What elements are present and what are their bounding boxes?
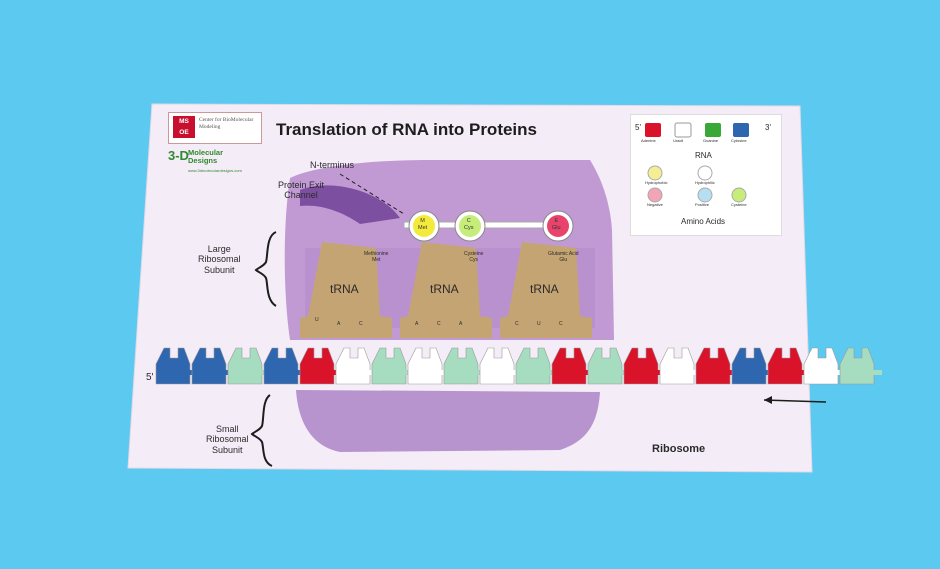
trna-3-base-2: U bbox=[537, 321, 541, 327]
legend-uracil-swatch bbox=[674, 122, 692, 138]
amino-3-letter: E bbox=[554, 218, 559, 224]
legend-3prime: 3' bbox=[765, 123, 771, 132]
legend-amino-1: Hydrophobic bbox=[645, 180, 668, 185]
large-subunit-brace bbox=[254, 231, 277, 307]
legend-positive-swatch bbox=[697, 187, 713, 203]
trna-3-base-1: C bbox=[515, 321, 519, 327]
trna-3-base-3: C bbox=[559, 321, 563, 327]
trna-1-base-1: U bbox=[315, 317, 319, 323]
legend-cysteine-swatch bbox=[731, 187, 747, 203]
brand-url: www.3dmoleculardesigns.com bbox=[188, 168, 242, 173]
label-large-subunit: Large Ribosomal Subunit bbox=[198, 244, 241, 275]
exit-channel bbox=[300, 185, 400, 224]
legend-hydrophilic-swatch bbox=[697, 165, 713, 181]
legend-amino-2: Hydrophilic bbox=[695, 180, 715, 185]
legend-nuc-2: Uracil bbox=[673, 138, 684, 143]
brand-line1: Molecular bbox=[188, 148, 224, 157]
label-five-prime: 5' bbox=[146, 372, 154, 383]
amino-2-text: C Cys bbox=[464, 218, 473, 231]
brand-3d: 3-D bbox=[168, 148, 189, 163]
legend-adenine-swatch bbox=[645, 123, 661, 137]
legend-nuc-1: Adenine bbox=[641, 138, 656, 143]
brand-line2: Designs bbox=[188, 156, 218, 166]
legend-rna-title: RNA bbox=[695, 151, 712, 160]
trna-2-base-2: C bbox=[437, 321, 441, 327]
amino-1-abbr: Met bbox=[418, 224, 428, 231]
amino-fill-2 bbox=[459, 215, 481, 237]
trna-2-label: tRNA bbox=[430, 282, 459, 296]
trna-1-label: tRNA bbox=[330, 282, 359, 296]
mrna-nucleotide bbox=[839, 347, 882, 385]
label-exit-channel: Protein Exit Channel bbox=[278, 180, 325, 201]
trna-2-amino: Cysteine Cys bbox=[464, 251, 484, 263]
trna-3-amino: Glutamic Acid Glu bbox=[548, 251, 579, 263]
legend-guanine-swatch bbox=[705, 123, 721, 137]
amino-fill-1 bbox=[413, 215, 435, 237]
legend-nuc-4: Cytosine bbox=[731, 138, 747, 143]
legend-panel: 5' 3' RNA Adenine Uracil Guanine Cytosin… bbox=[630, 114, 782, 236]
legend-negative-swatch bbox=[647, 187, 663, 203]
legend-nuc-3: Guanine bbox=[703, 138, 719, 143]
trna-3-label: tRNA bbox=[530, 282, 559, 296]
label-ribosome: Ribosome bbox=[652, 443, 706, 455]
brand-name: Molecular Designs bbox=[188, 148, 224, 166]
small-ribosomal-subunit bbox=[296, 390, 600, 452]
legend-amino-3: Negative bbox=[647, 202, 663, 207]
trna-1-amino: Methionine Met bbox=[364, 251, 389, 263]
legend-5prime: 5' bbox=[635, 123, 641, 132]
board-title: Translation of RNA into Proteins bbox=[276, 120, 537, 139]
amino-3-abbr: Glu bbox=[552, 224, 561, 231]
center-text: Center for BioMolecular Modeling bbox=[199, 117, 254, 130]
trna-1-base-2: A bbox=[337, 321, 341, 327]
trna-1-base-3: C bbox=[359, 321, 363, 327]
trna-2-base-1: A bbox=[415, 321, 419, 327]
legend-cytosine-swatch bbox=[733, 123, 749, 137]
label-small-subunit: Small Ribosomal Subunit bbox=[206, 424, 249, 455]
amino-3-text: E Glu bbox=[552, 218, 561, 231]
label-n-terminus: N-terminus bbox=[310, 160, 355, 170]
amino-2-letter: C bbox=[466, 218, 471, 224]
small-subunit-brace bbox=[250, 394, 273, 467]
legend-amino-title: Amino Acids bbox=[681, 217, 726, 226]
amino-fill-3 bbox=[547, 215, 569, 237]
legend-hydrophobic-swatch bbox=[647, 165, 663, 181]
amino-1-letter: M bbox=[420, 218, 425, 224]
legend-graphics bbox=[645, 122, 749, 203]
msoe-mark: MS OE bbox=[173, 116, 195, 138]
legend-amino-4: Positive bbox=[695, 202, 710, 207]
msoe-text-top: MS bbox=[179, 118, 189, 125]
legend-amino-5: Cysteine bbox=[731, 202, 747, 207]
trna-2-base-3: A bbox=[459, 321, 463, 327]
amino-2-abbr: Cys bbox=[464, 224, 474, 231]
msoe-logo: MS OE Center for BioMolecular Modeling bbox=[168, 112, 262, 144]
msoe-text-bottom: OE bbox=[179, 129, 189, 136]
amino-1-text: M Met bbox=[418, 218, 427, 231]
